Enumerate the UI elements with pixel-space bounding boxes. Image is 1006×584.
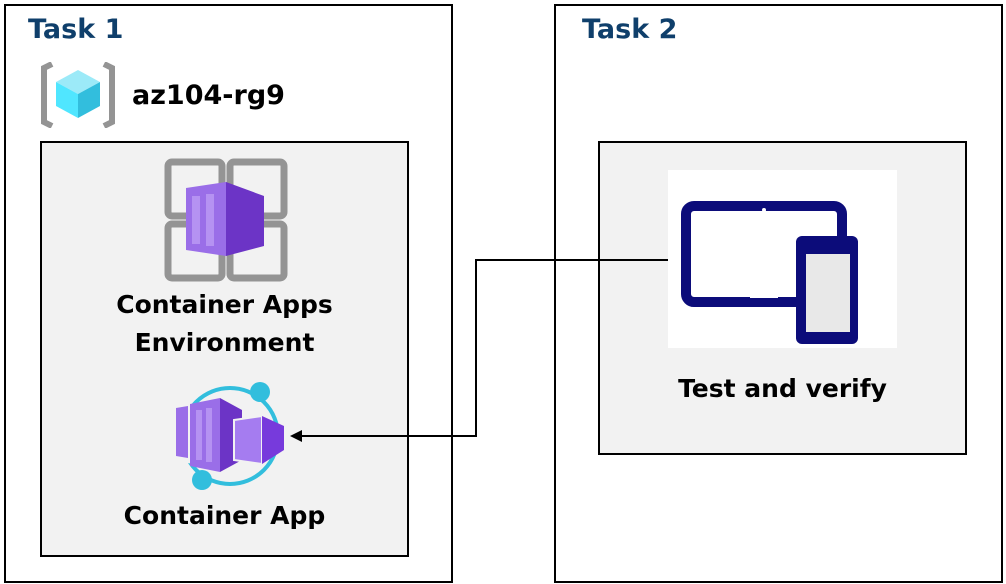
task2-title: Task 2 <box>582 14 678 45</box>
task1-box <box>4 4 453 583</box>
resource-group-icon <box>41 62 115 128</box>
container-apps-environment-icon <box>164 158 288 282</box>
environment-label: Container Apps Environment <box>40 286 409 362</box>
task2-box <box>554 4 1003 583</box>
task1-title: Task 1 <box>28 14 124 45</box>
container-app-label: Container App <box>123 501 326 530</box>
environment-label-line2: Environment <box>134 328 315 357</box>
environment-label-line1: Container Apps <box>116 290 333 319</box>
resource-group-name: az104-rg9 <box>132 80 285 111</box>
tablet-phone-icon <box>668 170 897 348</box>
container-app-icon <box>174 382 284 490</box>
test-label: Test and verify <box>678 374 887 403</box>
